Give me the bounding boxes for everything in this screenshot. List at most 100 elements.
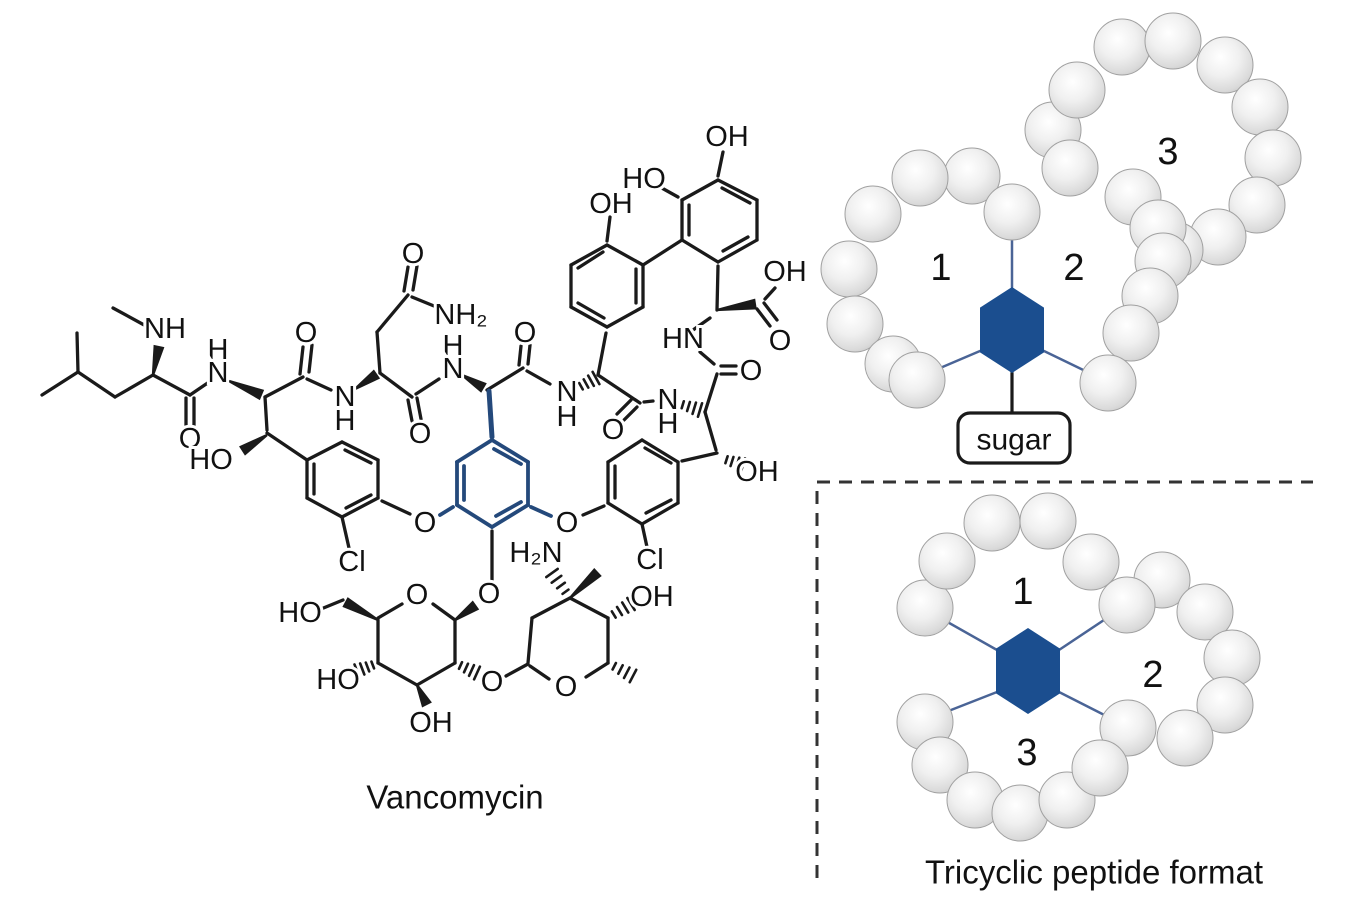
bond (640, 522, 649, 549)
peptide-bead (826, 295, 884, 353)
tricyclic-caption: Tricyclic peptide format (925, 854, 1263, 891)
bond (605, 215, 612, 243)
highlight-bond (490, 438, 530, 464)
atom-label: H (335, 405, 356, 437)
hash-bond-tick (622, 666, 631, 680)
bond (658, 185, 680, 199)
bond (415, 396, 423, 421)
bond (716, 238, 759, 264)
bond (298, 345, 305, 376)
peptide-bead (1071, 739, 1129, 797)
atom-label: H (208, 334, 229, 366)
ring-number-label: 3 (1016, 732, 1037, 774)
ring-number-label: 2 (1063, 247, 1084, 289)
highlight-bond (529, 505, 553, 518)
bond (680, 178, 720, 202)
hash-bond-tick (550, 574, 563, 584)
atom-label: O (740, 355, 763, 387)
highlight-bond (490, 503, 530, 529)
hash-bond-tick (696, 402, 704, 418)
bond (605, 305, 645, 329)
bond (606, 438, 644, 464)
hash-bond-tick (611, 661, 618, 671)
hash-bond-tick (555, 581, 567, 590)
peptide-ring-2 (1099, 551, 1261, 767)
bond (517, 344, 523, 367)
peptide-bead (1196, 676, 1254, 734)
hash-bond-tick (620, 601, 630, 614)
peptide-ring-3 (896, 693, 1129, 842)
bond (581, 504, 606, 517)
atom-label: OH (705, 121, 749, 153)
hash-bond-tick (628, 668, 638, 684)
wedge-bond (151, 344, 165, 376)
sugar-label: sugar (976, 424, 1051, 457)
bond (406, 398, 414, 423)
bond (643, 446, 673, 465)
hash-bond-tick (680, 399, 686, 410)
peptide-bead (1093, 18, 1151, 76)
hash-bond-tick (734, 456, 741, 471)
highlight-bond (455, 438, 494, 464)
hash-bond-tick (739, 457, 747, 473)
wedge-bond (569, 567, 602, 599)
bond (378, 371, 414, 399)
bond (305, 496, 344, 519)
bond (622, 405, 639, 422)
bond (596, 331, 608, 377)
bond (763, 286, 777, 301)
bond (715, 264, 720, 312)
ring-number-label: 2 (1142, 654, 1163, 696)
atom-label: OH (763, 256, 807, 288)
hash-bond-tick (617, 663, 624, 676)
atom-label: O (402, 238, 425, 270)
bond (568, 596, 610, 620)
atom-label: H₂N (509, 537, 562, 569)
hash-bond-tick (561, 588, 570, 596)
bond (113, 373, 155, 399)
peptide-bead (1231, 78, 1289, 136)
highlight-bond-thick (486, 388, 495, 440)
bond (755, 307, 772, 328)
peptide-bead (1144, 12, 1202, 70)
atom-label: HO (189, 444, 233, 476)
bond (576, 301, 606, 320)
bond (40, 370, 80, 397)
molecule-caption: Vancomycin (366, 779, 543, 816)
peptide-ring-2 (1041, 139, 1192, 412)
bond (111, 306, 148, 328)
hash-bond-tick (467, 663, 476, 678)
atom-label: HO (278, 597, 322, 629)
bond (263, 375, 305, 399)
wedge-bond (228, 379, 265, 401)
wedge-bond (461, 373, 487, 393)
bond (414, 377, 441, 396)
bond (319, 598, 345, 611)
atom-label: OH (409, 707, 453, 739)
schematic-bicyclic: 3 2 1 sugar (820, 12, 1302, 465)
hash-bond-tick (353, 663, 361, 679)
atom-label: OH (630, 581, 674, 613)
bond (263, 395, 269, 432)
atom-label: O (556, 507, 579, 539)
bond (606, 501, 644, 526)
atom-label: H (443, 330, 464, 362)
highlight-bond (438, 505, 455, 517)
hash-bond-tick (586, 374, 596, 388)
atom-label: O (414, 507, 437, 539)
highlight-bond (492, 447, 523, 466)
peptide-bead (1176, 583, 1234, 641)
hash-bond-tick (591, 370, 601, 386)
peptide-bead (1048, 61, 1106, 119)
bond (644, 498, 673, 515)
sugar-box (956, 411, 1072, 465)
atom-label: O (481, 666, 504, 698)
peptide-bead (1102, 304, 1160, 362)
ring-number-label: 3 (1157, 131, 1178, 173)
bond (76, 370, 117, 399)
bond (526, 343, 532, 366)
ring-number-label: 1 (930, 247, 951, 289)
bond (305, 440, 344, 462)
hash-bond-tick (370, 660, 376, 670)
